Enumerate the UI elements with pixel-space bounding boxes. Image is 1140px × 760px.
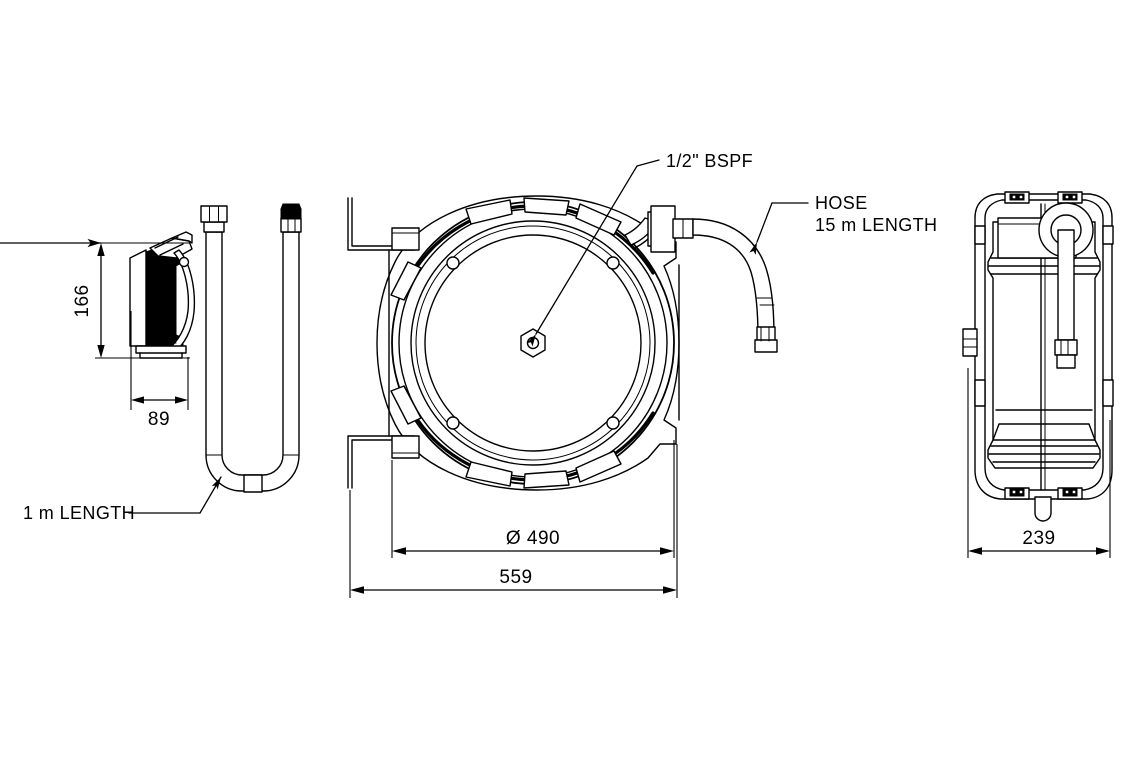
reel-bolt-heads: [446, 256, 620, 430]
side-inlet-nub: [962, 328, 978, 357]
whip-hose-top-fitting-left: [200, 205, 228, 233]
hose-label-line2: 15 m LENGTH: [815, 215, 937, 235]
side-drum-body: [987, 203, 1101, 491]
dimension-89-text: 89: [148, 409, 170, 430]
dimension-559-text: 559: [499, 567, 532, 588]
dimension-559: 559: [349, 444, 678, 598]
whip-hose: [205, 231, 300, 493]
side-bottom-feet: [1004, 487, 1083, 522]
dimension-239: 239: [967, 368, 1111, 558]
reel-inner-rings: [410, 220, 656, 466]
reel-center-hub-nut: [520, 328, 546, 358]
left-view-group: 166 89 1 m LENGTH: [0, 203, 302, 523]
dimension-166: 166: [0, 238, 190, 359]
dimension-89: 89: [130, 311, 189, 430]
annotation-whip-hose-length: 1 m LENGTH: [23, 476, 222, 523]
inlet-swivel-fitting: [624, 205, 694, 253]
right-view-group: 239: [962, 191, 1114, 558]
annotation-inlet-thread: 1/2" BSPF: [526, 151, 753, 347]
diameter-490-text: Ø 490: [506, 528, 560, 549]
side-top-feet: [1004, 191, 1083, 204]
reel-rim-cleats: [390, 197, 622, 489]
whip-hose-length-label: 1 m LENGTH: [23, 503, 135, 523]
side-frame-rails: [974, 225, 1114, 407]
front-view-group: 1/2" BSPF HOSE 15 m LENGTH Ø 490 559: [347, 151, 937, 598]
dimension-166-text: 166: [72, 284, 93, 317]
whip-hose-top-fitting-right: [280, 203, 302, 233]
annotation-hose-length: HOSE 15 m LENGTH: [749, 193, 937, 255]
main-hose: [692, 218, 778, 353]
side-outer-frame: [974, 193, 1113, 500]
inlet-thread-label: 1/2" BSPF: [666, 151, 753, 171]
hose-label-line1: HOSE: [815, 193, 868, 213]
side-hose-vertical: [1054, 229, 1078, 369]
bracket-vertical-rails: [388, 249, 680, 437]
mounting-bracket-bottom: [347, 435, 420, 489]
dimension-diameter-490: Ø 490: [391, 440, 675, 558]
mounting-bracket-top: [347, 197, 420, 251]
dimension-239-text: 239: [1022, 528, 1055, 549]
blow-gun: [129, 231, 196, 359]
